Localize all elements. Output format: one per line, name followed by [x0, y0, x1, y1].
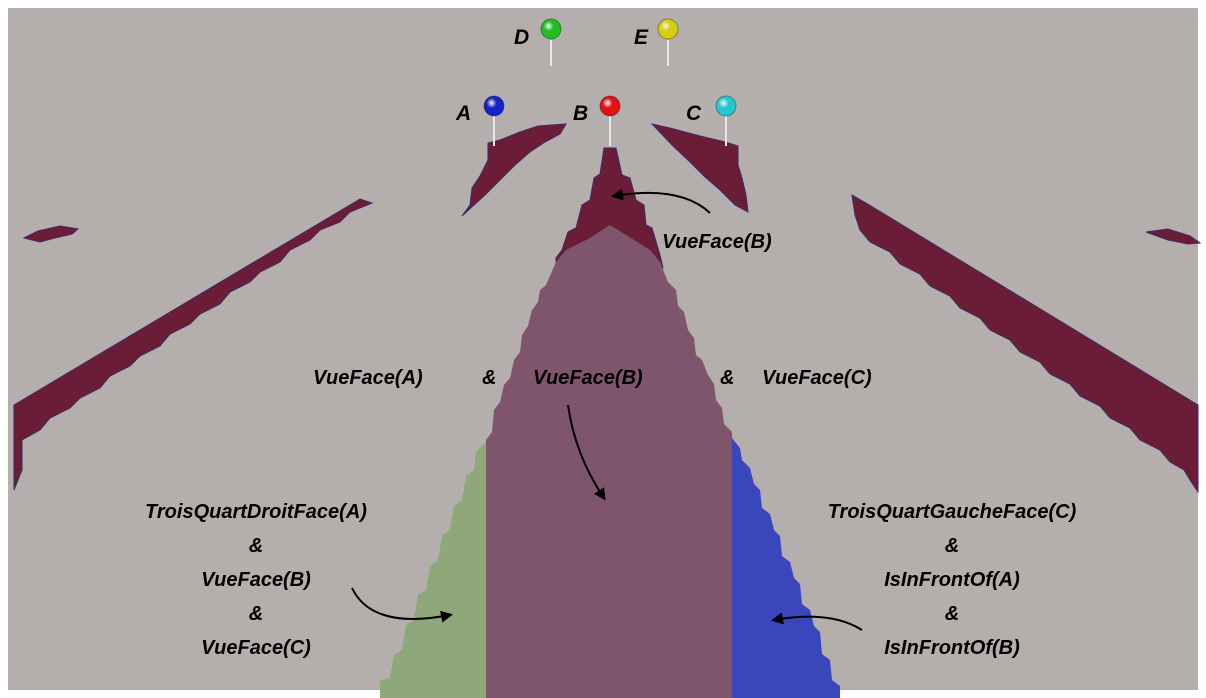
arrow-to-green	[351, 587, 453, 623]
region-right-diagonal-band	[851, 194, 1199, 494]
pin-e-icon	[657, 18, 679, 66]
annotation-middle-amp1: &	[482, 367, 496, 389]
annotation-left-line-2: &	[249, 535, 263, 557]
region-far-right-sliver	[1145, 228, 1202, 245]
annotation-left-line-4: &	[249, 603, 263, 625]
annotation-top: VueFace(B)	[662, 231, 772, 253]
annotation-left-line-1: TroisQuartDroitFace(A)	[145, 501, 367, 523]
annotation-left-line-5: VueFace(C)	[201, 637, 311, 659]
region-trois-quart-gauche	[732, 438, 840, 698]
region-upper-right-wedge	[650, 123, 749, 213]
pin-b-icon	[599, 95, 621, 146]
pin-a-icon	[483, 95, 505, 146]
pin-label-a: A	[455, 102, 471, 125]
annotation-middle-a: VueFace(A)	[313, 367, 423, 389]
pin-label-b: B	[573, 102, 588, 125]
arrow-to-center	[567, 404, 606, 501]
annotation-left-line-3: VueFace(B)	[201, 569, 311, 591]
pin-label-c: C	[686, 102, 702, 125]
arrow-to-top	[611, 188, 711, 214]
annotation-right-line-2: &	[945, 535, 959, 557]
region-left-diagonal-band	[13, 198, 374, 491]
region-center-pyramid	[486, 225, 732, 698]
region-upper-left-wedge	[461, 123, 567, 217]
region-far-left-sliver	[22, 225, 80, 243]
pin-d-icon	[540, 18, 562, 66]
annotation-middle-b: VueFace(B)	[533, 367, 643, 389]
annotation-right-line-4: &	[945, 603, 959, 625]
annotation-right-line-5: IsInFrontOf(B)	[884, 637, 1020, 659]
annotation-middle-amp2: &	[720, 367, 734, 389]
annotation-middle-c: VueFace(C)	[762, 367, 872, 389]
annotation-right-line-3: IsInFrontOf(A)	[884, 569, 1020, 591]
arrow-to-blue	[771, 612, 863, 631]
pin-label-e: E	[634, 26, 649, 49]
region-trois-quart-droit	[380, 442, 486, 698]
pin-label-d: D	[514, 26, 529, 49]
pin-c-icon	[715, 95, 737, 146]
annotation-right-line-1: TroisQuartGaucheFace(C)	[828, 501, 1077, 523]
